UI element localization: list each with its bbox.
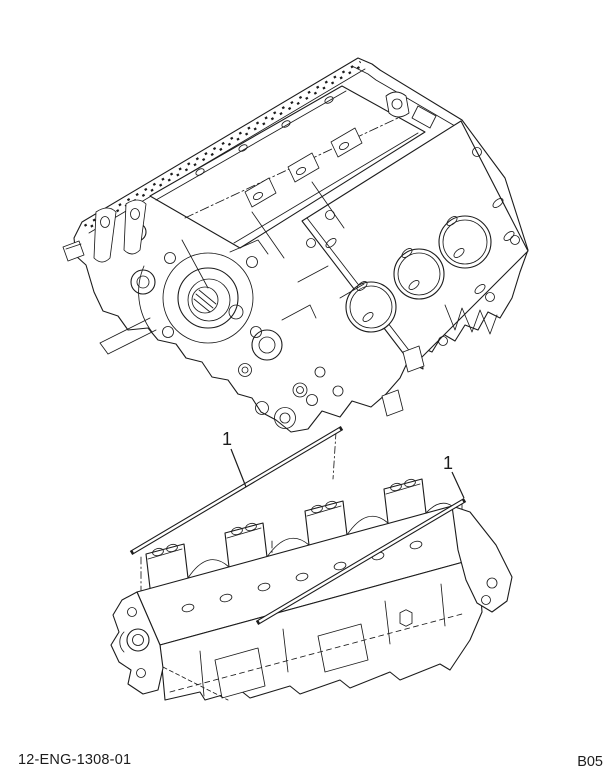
callout-1-label: 1	[222, 429, 232, 449]
callout-2-label: 1	[443, 453, 453, 473]
rail-bolt-holes	[181, 540, 423, 613]
drawing-number: 12-ENG-1308-01	[18, 752, 132, 768]
cylinder-block-drawing	[62, 57, 529, 433]
leader-line-2	[451, 471, 465, 499]
dowel-pin-2	[255, 498, 467, 625]
web-bolt-holes	[152, 478, 416, 557]
leader-line-1	[230, 448, 247, 488]
dowel-pin-1	[129, 426, 344, 555]
callouts: 1 1	[222, 429, 465, 499]
sheet-code: B05	[577, 754, 603, 770]
head-bolt-slots	[306, 147, 520, 346]
